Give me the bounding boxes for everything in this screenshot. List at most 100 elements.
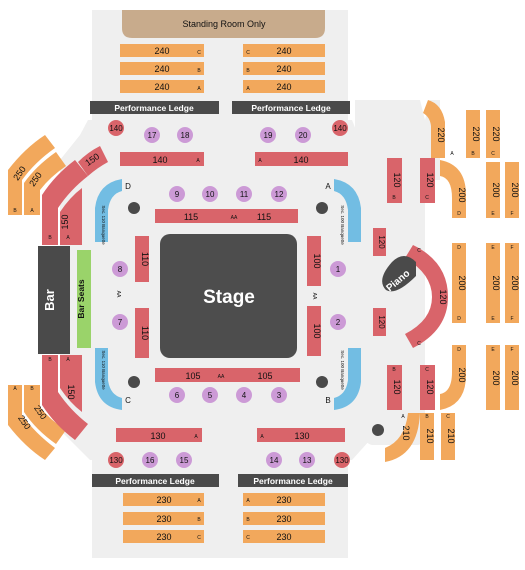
table-label: 7 [118, 318, 123, 327]
section-220-label: 220 [436, 127, 446, 142]
table-label: 13 [303, 456, 312, 465]
table-label: 5 [208, 391, 213, 400]
bar-seats-label: Bar Seats [76, 279, 86, 318]
table-14[interactable] [266, 452, 282, 468]
banquette-label: Sec. 110 Banquette [101, 350, 106, 390]
table-3[interactable] [271, 387, 287, 403]
performance-ledge-bottom[interactable]: Performance Ledge Performance Ledge [92, 474, 348, 487]
row-label: B [48, 357, 52, 363]
row-label: C [425, 195, 429, 201]
table-7[interactable] [112, 314, 128, 330]
standing-room-area[interactable]: Standing Room Only [122, 10, 325, 38]
row-label: A [450, 151, 454, 157]
table-8[interactable] [112, 261, 128, 277]
table-label: 14 [270, 456, 279, 465]
table-12[interactable] [271, 186, 287, 202]
section-130[interactable]: 130 130 A A 130 130 [108, 428, 350, 468]
section-240-label: 240 [276, 64, 291, 74]
row-label: A [66, 235, 70, 241]
section-230-label: 230 [276, 514, 291, 524]
section-220[interactable]: 220 220 220 A B C [423, 100, 501, 158]
table-17[interactable] [144, 127, 160, 143]
section-130-label: 130 [150, 431, 165, 441]
row-label: E [491, 316, 495, 322]
section-105[interactable]: 105 105 AA [155, 368, 300, 382]
table-label: 17 [148, 131, 157, 140]
section-115[interactable]: 115 115 AA [155, 209, 298, 223]
table-13[interactable] [299, 452, 315, 468]
performance-ledge-top[interactable]: Performance Ledge Performance Ledge [90, 101, 350, 114]
section-140-label: 140 [152, 155, 167, 165]
section-210[interactable]: 210 210 210 A B C [385, 413, 456, 462]
bar-seats[interactable]: Bar Seats [76, 250, 91, 348]
row-label: B [425, 414, 429, 420]
banquette-b[interactable]: B Sec. 100 Banquette [325, 348, 361, 410]
table-4[interactable] [236, 387, 252, 403]
section-120-label: 120 [377, 235, 386, 249]
section-200-label: 200 [457, 367, 467, 382]
table-label: 8 [118, 265, 123, 274]
table-label: 11 [240, 190, 249, 199]
section-120-label: 120 [425, 379, 435, 394]
table-label: 2 [336, 318, 341, 327]
table-label: 18 [181, 131, 190, 140]
section-105-label: 105 [185, 371, 200, 381]
row-label: B [246, 517, 250, 523]
section-110-label: 110 [140, 252, 150, 266]
table-label: 10 [206, 190, 215, 199]
table-15[interactable] [176, 452, 192, 468]
section-240[interactable]: 240 240 240 240 240 240 C B A C B A [120, 44, 325, 93]
row-label: B [392, 195, 396, 201]
table-label: 4 [242, 391, 247, 400]
section-150[interactable]: 150 150 150 B A B A [42, 146, 108, 440]
row-label: C [446, 414, 450, 420]
section-250[interactable]: 250 250 250 250 B A A B [8, 135, 66, 460]
section-120[interactable]: 120 120 120 120 120 120 120 B C B C C C [373, 158, 448, 410]
table-label: 20 [299, 131, 308, 140]
table-5[interactable] [202, 387, 218, 403]
row-label: A [401, 414, 405, 420]
section-230-label: 230 [276, 495, 291, 505]
row-label: B [392, 367, 396, 373]
section-100[interactable]: 100 100 AA [307, 236, 322, 356]
banquette-a[interactable]: A Sec. 100 Banquette [325, 179, 361, 245]
section-120-label: 120 [392, 379, 402, 394]
bar[interactable]: Bar [38, 246, 70, 354]
stage-label: Stage [203, 287, 255, 308]
banquette-d[interactable]: D Sec. 110 Banquette [95, 179, 131, 245]
section-230[interactable]: 230 230 230 230 230 230 A B C A B C [123, 493, 325, 543]
section-210-label: 210 [446, 428, 456, 443]
table-18[interactable] [177, 127, 193, 143]
row-label: C [425, 367, 429, 373]
table-20[interactable] [295, 127, 311, 143]
section-200-label: 200 [457, 187, 467, 202]
row-label: A [197, 498, 201, 504]
table-1[interactable] [330, 261, 346, 277]
row-label: A [66, 357, 70, 363]
section-120-label: 120 [438, 289, 448, 304]
table-6[interactable] [169, 387, 185, 403]
table-19[interactable] [260, 127, 276, 143]
row-label: B [197, 68, 201, 74]
banquette-c[interactable]: C Sec. 110 Banquette [95, 348, 131, 410]
banquette-label: Sec. 100 Banquette [340, 205, 345, 245]
row-label: C [491, 151, 495, 157]
bar-label: Bar [42, 289, 57, 311]
section-140[interactable]: 140 140 A A 140 140 [108, 120, 348, 166]
section-140-label: 140 [333, 124, 347, 133]
table-2[interactable] [330, 314, 346, 330]
section-100-label: 100 [312, 253, 322, 268]
performance-ledge-label: Performance Ledge [253, 476, 333, 486]
section-140-label: 140 [293, 155, 308, 165]
section-200[interactable]: 200 200 200 200 200 200 200 200 200 D E … [440, 160, 520, 410]
table-11[interactable] [236, 186, 252, 202]
section-110[interactable]: 110 110 AA [115, 236, 150, 358]
row-label: F [510, 347, 513, 353]
table-label: 15 [180, 456, 189, 465]
section-230-label: 230 [276, 532, 291, 542]
table-9[interactable] [169, 186, 185, 202]
section-140-label: 140 [109, 124, 123, 133]
table-16[interactable] [142, 452, 158, 468]
table-10[interactable] [202, 186, 218, 202]
